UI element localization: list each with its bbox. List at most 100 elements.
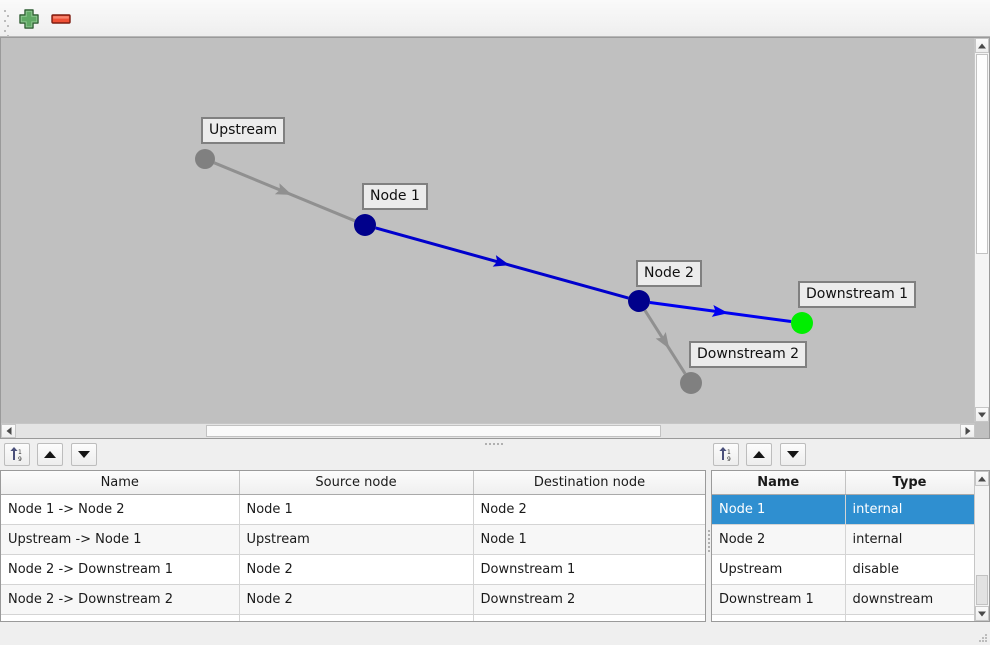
triangle-down-icon bbox=[978, 412, 986, 417]
column-header[interactable]: Destination node bbox=[473, 471, 705, 495]
table-cell[interactable]: Node 2 bbox=[473, 494, 705, 525]
nodes-move-up-button[interactable] bbox=[746, 443, 772, 466]
connections-sort-button[interactable]: 1 9 bbox=[4, 443, 30, 466]
graph-vertical-scrollbar[interactable] bbox=[974, 38, 989, 422]
table-cell[interactable]: disable bbox=[845, 554, 975, 585]
triangle-down-icon bbox=[978, 611, 986, 616]
vertical-splitter[interactable] bbox=[706, 470, 712, 622]
scroll-up-button[interactable] bbox=[975, 38, 989, 53]
delete-node-button[interactable] bbox=[48, 7, 74, 31]
scroll-left-button[interactable] bbox=[1, 424, 16, 438]
triangle-right-icon bbox=[965, 427, 970, 435]
graph-edge-arrowhead bbox=[655, 332, 670, 349]
triangle-left-icon bbox=[6, 427, 11, 435]
scroll-right-button[interactable] bbox=[960, 424, 975, 438]
plus-icon bbox=[19, 9, 39, 29]
scrollbar-thumb[interactable] bbox=[976, 54, 988, 254]
table-cell[interactable]: downstream bbox=[845, 584, 975, 615]
graph-edge-arrowhead bbox=[711, 304, 729, 317]
table-cell[interactable]: Downstream 2 bbox=[473, 584, 705, 615]
add-node-button[interactable] bbox=[16, 7, 42, 31]
graph-node-label-downstream2[interactable]: Downstream 2 bbox=[689, 341, 808, 368]
table-cell[interactable]: Upstream bbox=[239, 524, 474, 555]
scroll-down-button[interactable] bbox=[975, 407, 989, 422]
graph-node-label-upstream[interactable]: Upstream bbox=[201, 117, 286, 144]
graph-node-label-node2[interactable]: Node 2 bbox=[636, 260, 702, 287]
toolbar bbox=[0, 0, 990, 37]
table-cell[interactable]: Downstream 1 bbox=[473, 554, 705, 585]
svg-text:9: 9 bbox=[727, 456, 731, 463]
svg-text:1: 1 bbox=[727, 449, 731, 456]
graph-node-downstream2[interactable] bbox=[680, 372, 702, 394]
minus-icon bbox=[51, 14, 71, 24]
column-header[interactable]: Name bbox=[712, 471, 846, 495]
scroll-up-button[interactable] bbox=[975, 471, 989, 486]
table-cell[interactable]: Upstream bbox=[712, 554, 846, 585]
resize-grip[interactable] bbox=[979, 634, 987, 642]
table-cell[interactable]: Node 1 bbox=[712, 494, 846, 525]
graph-node-label-node1[interactable]: Node 1 bbox=[362, 183, 428, 210]
graph-svg bbox=[195, 149, 813, 394]
table-cell[interactable]: internal bbox=[845, 494, 975, 525]
svg-text:9: 9 bbox=[18, 456, 22, 463]
table-cell[interactable]: Node 2 bbox=[239, 554, 474, 585]
table-cell[interactable]: Node 2 -> Downstream 2 bbox=[1, 584, 240, 615]
graph-node-node2[interactable] bbox=[628, 290, 650, 312]
table-cell bbox=[1, 614, 240, 621]
table-cell[interactable]: internal bbox=[845, 524, 975, 555]
triangle-down-icon bbox=[787, 451, 799, 458]
table-cell[interactable]: Node 2 bbox=[239, 584, 474, 615]
graph-edge-arrowhead bbox=[274, 183, 292, 195]
column-header[interactable]: Name bbox=[1, 471, 240, 495]
connections-move-down-button[interactable] bbox=[71, 443, 97, 466]
toolbar-drag-handle[interactable] bbox=[4, 10, 9, 37]
triangle-up-icon bbox=[978, 43, 986, 48]
graph-horizontal-scrollbar[interactable] bbox=[1, 423, 975, 438]
scrollbar-track[interactable] bbox=[16, 424, 960, 438]
graph-node-downstream1[interactable] bbox=[791, 312, 813, 334]
nodes-vertical-scrollbar[interactable] bbox=[974, 471, 989, 621]
table-cell[interactable]: Node 1 bbox=[473, 524, 705, 555]
table-cell bbox=[473, 614, 705, 621]
column-header[interactable]: Source node bbox=[239, 471, 474, 495]
scroll-down-button[interactable] bbox=[975, 606, 989, 621]
nodes-toolbar: 1 9 bbox=[713, 443, 823, 467]
splitter-grip bbox=[485, 443, 505, 445]
graph-node-node1[interactable] bbox=[354, 214, 376, 236]
connections-toolbar: 1 9 bbox=[4, 443, 114, 467]
table-cell[interactable]: Node 2 -> Downstream 1 bbox=[1, 554, 240, 585]
table-row-empty bbox=[1, 614, 705, 621]
connections-move-up-button[interactable] bbox=[37, 443, 63, 466]
table-cell bbox=[712, 614, 846, 621]
nodes-move-down-button[interactable] bbox=[780, 443, 806, 466]
column-header[interactable]: Type bbox=[845, 471, 975, 495]
table-cell[interactable]: Downstream 1 bbox=[712, 584, 846, 615]
table-cell[interactable]: Node 2 bbox=[712, 524, 846, 555]
table-cell[interactable]: Node 1 -> Node 2 bbox=[1, 494, 240, 525]
table-cell[interactable]: Upstream -> Node 1 bbox=[1, 524, 240, 555]
scrollbar-thumb[interactable] bbox=[976, 575, 988, 605]
scrollbar-thumb[interactable] bbox=[206, 425, 661, 437]
horizontal-splitter[interactable] bbox=[0, 439, 990, 448]
nodes-sort-button[interactable]: 1 9 bbox=[713, 443, 739, 466]
graph-node-upstream[interactable] bbox=[195, 149, 215, 169]
table-cell[interactable]: Node 1 bbox=[239, 494, 474, 525]
graph-node-label-downstream1[interactable]: Downstream 1 bbox=[798, 281, 917, 308]
sort-icon: 1 9 bbox=[10, 447, 22, 463]
